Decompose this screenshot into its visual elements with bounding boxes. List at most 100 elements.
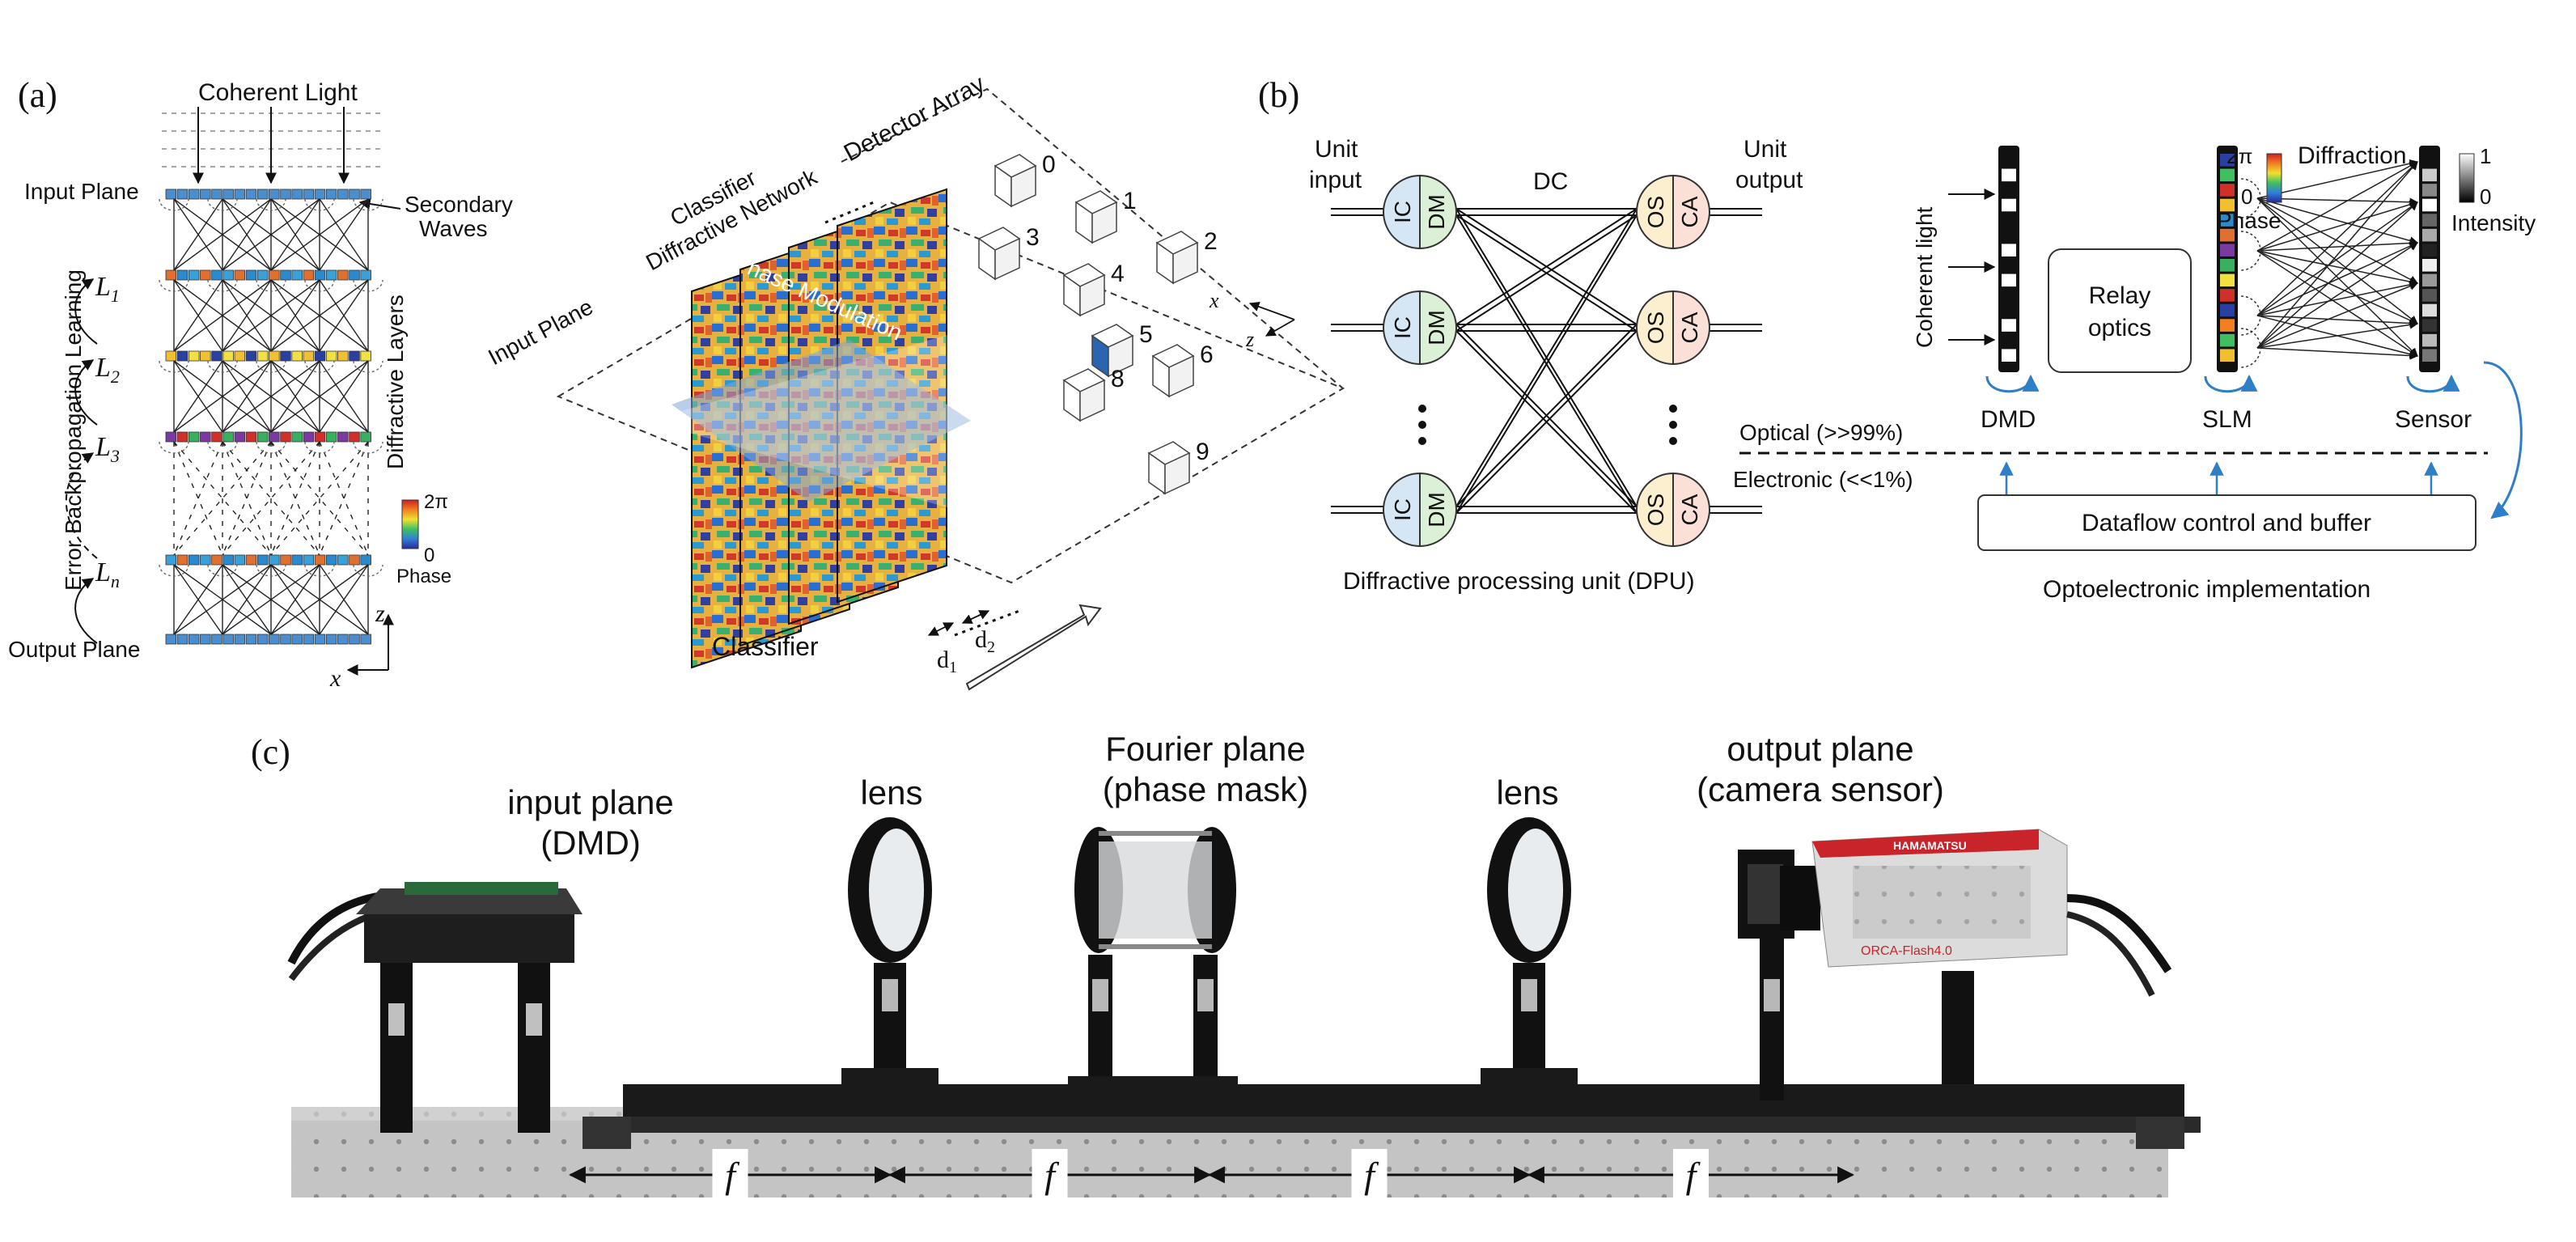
error-backprop-label: Error Backpropagation Learning — [61, 269, 86, 591]
diffractive-layer-bar — [165, 554, 371, 566]
intensity-bottom: 0 — [2480, 184, 2491, 209]
backprop-arrows — [65, 278, 98, 644]
rail-base — [583, 1117, 2201, 1133]
focal-label-bg — [1351, 1149, 1388, 1197]
dmd-mount — [287, 882, 583, 1133]
unit-input-label-2: input — [1309, 167, 1362, 193]
axis-z-label: z — [375, 600, 385, 627]
relay-optics-label-1: Relay — [2089, 282, 2151, 309]
unit-right-label: DM — [1424, 310, 1449, 345]
dataflow-arrows — [1999, 461, 2438, 495]
detector-label: 3 — [1026, 224, 1040, 251]
fourier-plane-label-2: (phase mask) — [1103, 770, 1308, 808]
input-plane-bar — [165, 189, 371, 200]
phase-label: Phase — [396, 566, 451, 587]
detector-cube: 9 — [1147, 439, 1210, 495]
rail-end-left — [583, 1117, 631, 1149]
lens2-mount — [1481, 817, 1578, 1100]
detector-cube: 5 — [1091, 321, 1153, 378]
unit-input-label-1: Unit — [1315, 136, 1358, 163]
slm-phase-colorbar — [2266, 153, 2282, 203]
dataflow-box — [1977, 494, 2476, 551]
unit-left-label: OS — [1643, 494, 1668, 526]
secondary-waves-label-2: Waves — [419, 216, 488, 241]
axis-x-label: x — [329, 665, 341, 692]
diffractive-layer-bar — [165, 431, 371, 443]
detection-arcs — [1985, 361, 2523, 519]
unit-left-label: IC — [1390, 201, 1415, 223]
sensor-label: Sensor — [2395, 406, 2472, 433]
focal-label-bg — [1032, 1149, 1068, 1197]
diffractive-layers-label: Diffractive Layers — [383, 295, 408, 469]
coherent-light-b-label: Coherent light — [1912, 206, 1937, 348]
focal-label-bg — [712, 1149, 748, 1197]
panel-a: (a) Coherent Light Input Plane Secondary… — [8, 70, 1345, 692]
detector-cube: 6 — [1151, 341, 1214, 398]
detector-label: 8 — [1111, 366, 1125, 392]
panel-a-label: (a) — [18, 75, 57, 115]
panel-c-label: (c) — [251, 732, 290, 772]
axis3d-z-label: z — [1245, 328, 1254, 351]
layer-bars — [165, 189, 371, 645]
phase-scale-bottom: 0 — [424, 545, 434, 566]
detector-array-label: Detector Array — [840, 70, 989, 167]
unit-left-label: OS — [1643, 196, 1668, 228]
phase-scale-top: 2π — [424, 491, 448, 513]
layer-label-ln: Ln — [95, 557, 120, 591]
light-arrows — [193, 107, 350, 184]
input-digit-shape — [672, 340, 971, 502]
layer-connections — [159, 198, 383, 635]
detector-label: 5 — [1139, 321, 1153, 348]
unit-output-label-2: output — [1735, 167, 1803, 193]
diffractive-layer-bar — [165, 269, 371, 281]
dataflow-label: Dataflow control and buffer — [2082, 510, 2371, 536]
dmd-array — [1998, 146, 2019, 372]
lens2-label: lens — [1496, 774, 1558, 812]
panel-b-label: (b) — [1258, 75, 1299, 115]
dmd-label: DMD — [1981, 406, 2036, 433]
detector-cube: 3 — [977, 224, 1040, 281]
detector-label: 0 — [1042, 151, 1056, 178]
slm-label: SLM — [2202, 406, 2252, 433]
slm-phase-bottom: 0 — [2241, 184, 2252, 209]
coherent-light-b-arrows — [1948, 189, 1996, 345]
secondary-waves-label-1: Secondary — [405, 192, 513, 217]
detector-label: 6 — [1200, 341, 1214, 368]
dpu-caption: Diffractive processing unit (DPU) — [1343, 568, 1695, 595]
classifier-bottom-label: Classifier — [712, 632, 819, 661]
output-plane-c-label-1: output plane — [1727, 730, 1913, 768]
diffractive-layer-bar — [165, 350, 371, 362]
axes-3d — [1248, 301, 1295, 337]
phase-mask-mount — [1068, 827, 1238, 1108]
relay-optics-box — [2048, 248, 2192, 373]
detector-cube: 2 — [1155, 228, 1218, 285]
d2-label: d2 — [975, 626, 995, 656]
camera-sensor: HAMAMATSU ORCA-Flash4.0 — [1738, 829, 2172, 1108]
unit-right-label: DM — [1424, 194, 1449, 230]
lens1-mount — [841, 817, 938, 1100]
detector-cube: 8 — [1062, 366, 1125, 422]
propagation-arrow — [965, 604, 1102, 691]
optical-label: Optical (>>99%) — [1739, 420, 1903, 445]
slm-phase-top: 2π — [2226, 144, 2252, 168]
camera-model-label: ORCA-Flash4.0 — [1861, 944, 1952, 958]
phase-colorbar — [401, 499, 419, 549]
layer-label-l2: L2 — [95, 353, 120, 387]
detector-cube: 1 — [1074, 188, 1137, 244]
coherent-light-label: Coherent Light — [198, 79, 358, 106]
dpu-input-unit: IC DM — [1383, 174, 1457, 250]
panel-c: (c) input plane (DMD) lens Fourier plane… — [251, 730, 2201, 1197]
diffraction-label: Diffraction — [2298, 142, 2407, 169]
input-plane-c-label-1: input plane — [507, 783, 674, 821]
detector-cube: 0 — [994, 151, 1056, 208]
layer-label-l1: L1 — [95, 272, 120, 306]
distance-ticks — [927, 610, 990, 636]
intensity-top: 1 — [2480, 144, 2491, 168]
